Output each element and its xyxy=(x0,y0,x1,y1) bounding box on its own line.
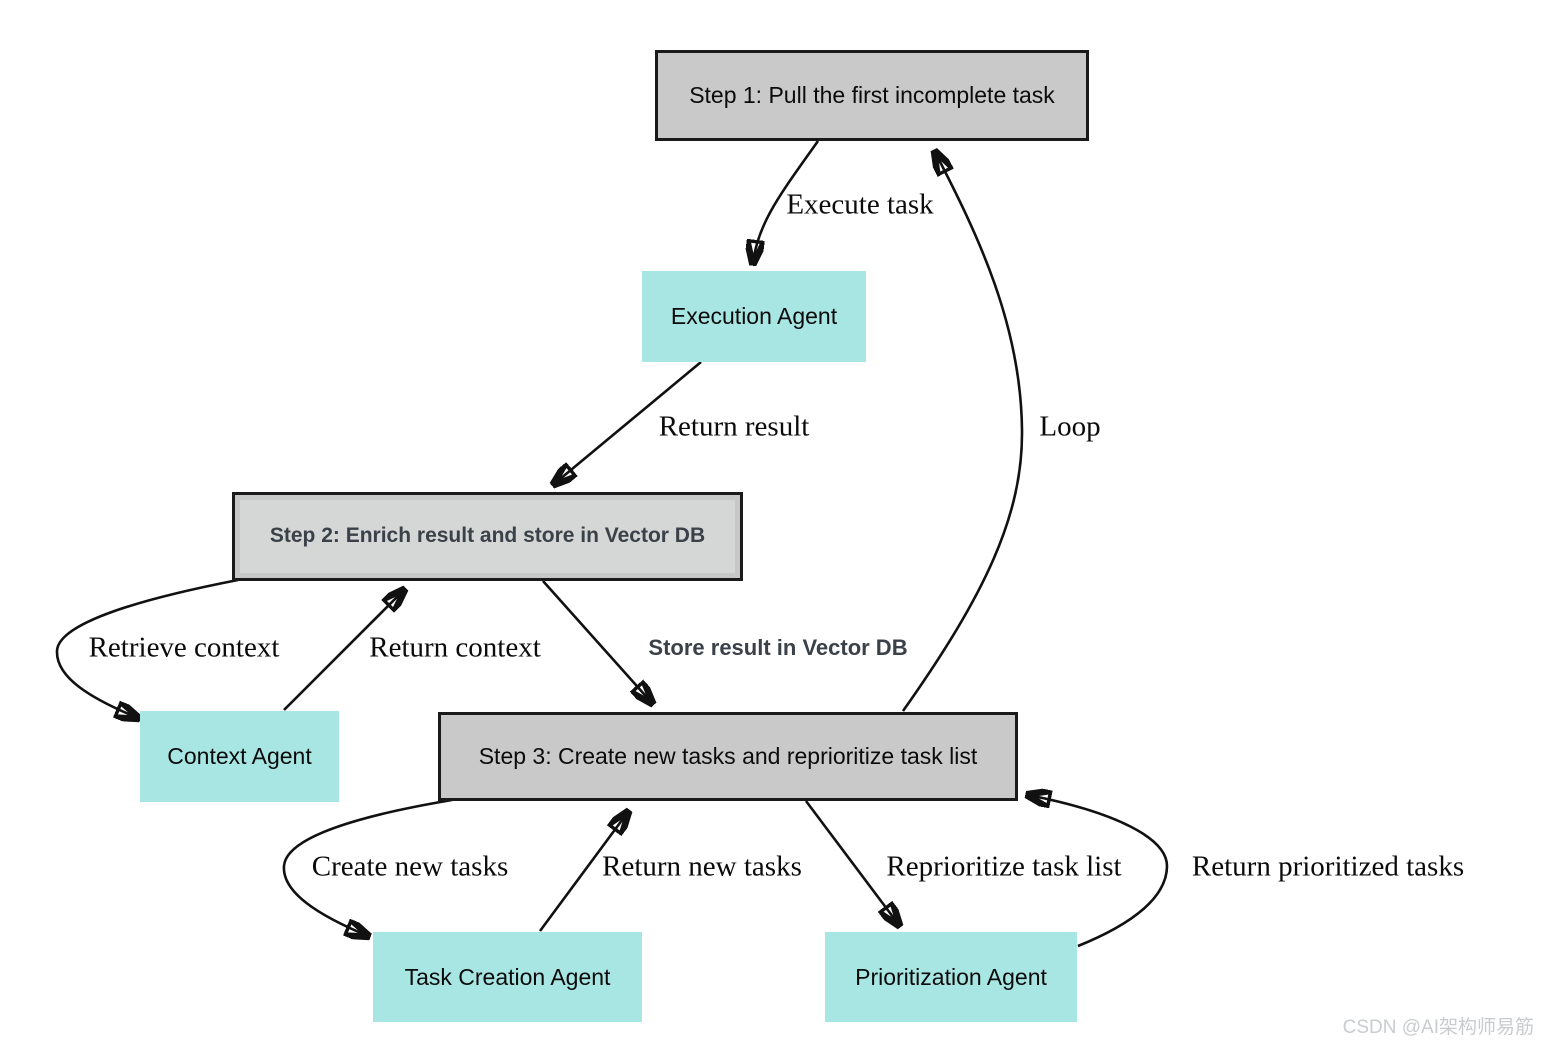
edge-label-reprioritize-task-list: Reprioritize task list xyxy=(886,850,1122,883)
node-step1-label: Step 1: Pull the first incomplete task xyxy=(689,82,1055,109)
edge-label-return-prioritized-tasks: Return prioritized tasks xyxy=(1191,850,1465,883)
edge-label-create-new-tasks: Create new tasks xyxy=(311,850,509,883)
edge-store-result xyxy=(542,580,652,703)
node-context-agent: Context Agent xyxy=(140,711,339,802)
node-step2-label: Step 2: Enrich result and store in Vecto… xyxy=(269,524,706,548)
node-context-agent-label: Context Agent xyxy=(167,743,312,770)
edge-label-return-context: Return context xyxy=(369,631,541,664)
edge-return-context xyxy=(283,590,404,711)
edge-label-loop: Loop xyxy=(1039,410,1101,443)
node-step3: Step 3: Create new tasks and reprioritiz… xyxy=(438,712,1018,801)
edge-reprioritize-task-list xyxy=(804,800,899,925)
node-prioritization-agent-label: Prioritization Agent xyxy=(855,963,1047,990)
edge-loop xyxy=(901,152,1024,712)
csdn-watermark: CSDN @AI架构师易筋 xyxy=(1342,1017,1534,1038)
node-execution-agent-label: Execution Agent xyxy=(670,303,838,330)
node-execution-agent: Execution Agent xyxy=(642,271,866,362)
node-step1: Step 1: Pull the first incomplete task xyxy=(655,50,1089,141)
edge-label-retrieve-context: Retrieve context xyxy=(88,631,280,664)
edge-return-result xyxy=(554,360,702,484)
node-task-creation-agent-label: Task Creation Agent xyxy=(404,963,611,990)
edge-label-store-result: Store result in Vector DB xyxy=(648,635,908,660)
node-step3-label: Step 3: Create new tasks and reprioritiz… xyxy=(478,743,978,770)
edge-execute-task xyxy=(753,140,820,263)
edge-create-new-tasks xyxy=(282,798,453,936)
edge-label-execute-task: Execute task xyxy=(786,188,934,221)
edge-retrieve-context xyxy=(55,578,239,718)
edge-return-prioritized-tasks xyxy=(1028,795,1169,948)
edge-label-return-result: Return result xyxy=(658,410,810,443)
node-step2: Step 2: Enrich result and store in Vecto… xyxy=(232,492,743,581)
node-prioritization-agent: Prioritization Agent xyxy=(825,932,1077,1022)
edge-label-return-new-tasks: Return new tasks xyxy=(602,850,802,883)
node-task-creation-agent: Task Creation Agent xyxy=(373,932,642,1022)
edge-return-new-tasks xyxy=(538,812,628,932)
